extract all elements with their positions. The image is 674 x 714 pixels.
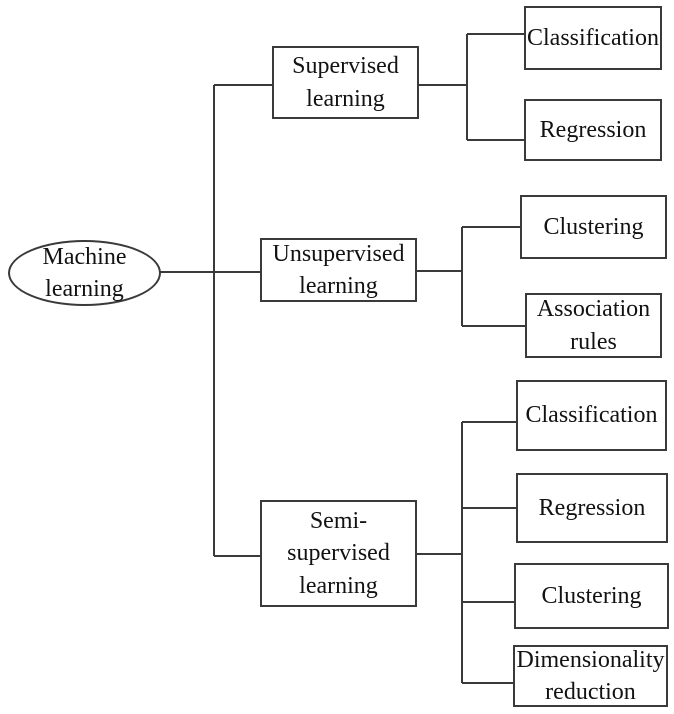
leaf-node-supervised-classification: Classification: [524, 6, 662, 70]
root-node-machine-learning: Machine learning: [8, 240, 161, 306]
leaf-node-semi-supervised-regression: Regression: [516, 473, 668, 543]
branch-node-unsupervised-learning: Unsupervised learning: [260, 238, 417, 302]
leaf-node-semi-supervised-classification: Classification: [516, 380, 667, 451]
leaf-node-association-rules: Association rules: [525, 293, 662, 358]
leaf-node-supervised-regression: Regression: [524, 99, 662, 161]
branch-node-semi-supervised-learning: Semi- supervised learning: [260, 500, 417, 607]
branch-node-supervised-learning: Supervised learning: [272, 46, 419, 119]
leaf-node-unsupervised-clustering: Clustering: [520, 195, 667, 259]
leaf-node-semi-supervised-clustering: Clustering: [514, 563, 669, 629]
leaf-node-dimensionality-reduction: Dimensionality reduction: [513, 645, 668, 707]
